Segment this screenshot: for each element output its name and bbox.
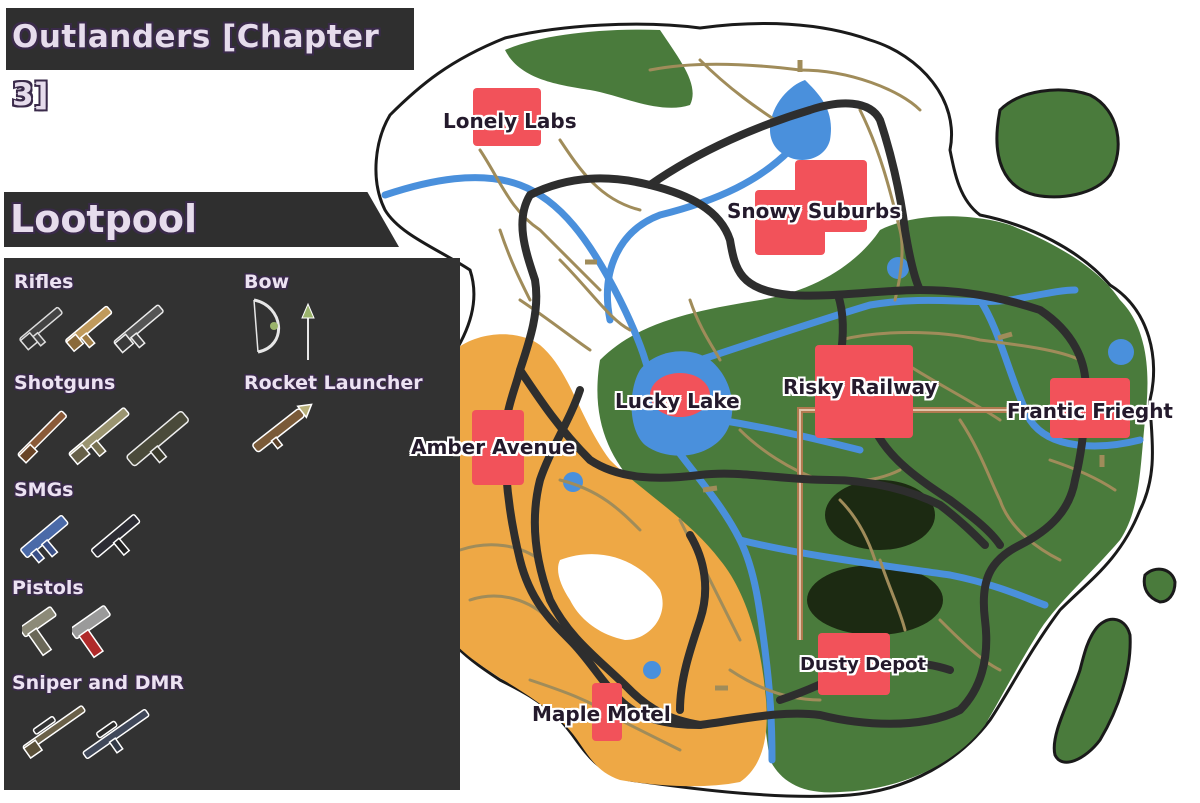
bow-icon (253, 298, 281, 354)
pistol-icon (22, 606, 57, 657)
desert-clearing (558, 554, 663, 640)
swamp-patch-south (807, 565, 943, 635)
scar-rifle-icon (65, 305, 113, 353)
north-lake (770, 80, 831, 160)
southeast-islet (1052, 617, 1132, 764)
pond-far-east (1108, 339, 1134, 365)
smg-icon (20, 514, 69, 564)
poi-marker-maple-motel (592, 683, 622, 741)
sniper-rifle-icon (22, 705, 86, 760)
railway-inner (799, 409, 1050, 640)
swamp-patch-north (825, 480, 935, 550)
pump-shotgun-icon (17, 410, 67, 464)
category-label-shotguns: Shotguns (14, 372, 116, 394)
east-islet-small (1142, 567, 1177, 604)
poi-label-dusty-depot: Dusty Depot (800, 654, 927, 675)
hand-cannon-icon (72, 605, 111, 659)
poi-marker-snowy-suburbs-b (755, 190, 825, 255)
category-label-rocket-launcher: Rocket Launcher (244, 372, 423, 394)
category-label-bow: Bow (244, 271, 290, 293)
assault-rifle-icon (19, 306, 63, 351)
poi-label-frantic-frieght: Frantic Frieght (1007, 399, 1173, 423)
poi-label-lucky-lake: Lucky Lake (615, 389, 740, 413)
poi-markers (472, 88, 1130, 741)
lootpool-heading: Lootpool (10, 197, 198, 241)
poi-marker-lonely-labs (473, 88, 541, 146)
east-islet-large (995, 88, 1120, 199)
bridges (585, 60, 1105, 691)
charge-shotgun-icon (126, 410, 189, 467)
heavy-rifle-icon (113, 304, 164, 354)
poi-marker-frantic-frieght (1050, 378, 1130, 438)
poi-label-amber-avenue: Amber Avenue (411, 435, 576, 459)
dirt-paths (458, 58, 1117, 752)
category-label-rifles: Rifles (14, 271, 74, 293)
pond-maple (643, 661, 661, 679)
poi-marker-risky-railway (815, 345, 913, 438)
dmr-icon (82, 708, 150, 760)
category-label-smgs: SMGs (14, 479, 74, 501)
pond-east (887, 257, 909, 279)
north-forest (505, 29, 693, 108)
poi-label-maple-motel: Maple Motel (532, 702, 671, 726)
tactical-shotgun-icon (68, 407, 130, 466)
poi-label-risky-railway: Risky Railway (783, 375, 938, 399)
rocket-launcher-icon (252, 403, 313, 453)
map-title: Outlanders [Chapter 3] (6, 8, 414, 113)
poi-label-snowy-suburbs: Snowy Suburbs (727, 199, 902, 223)
poi-marker-amber-avenue (472, 410, 524, 485)
category-label-pistols: Pistols (12, 577, 84, 599)
arrow-icon (301, 302, 315, 360)
compact-smg-icon (90, 514, 141, 558)
lootpool-tab (4, 192, 399, 247)
category-label-sniper-and-dmr: Sniper and DMR (12, 672, 185, 694)
poi-marker-dusty-depot (818, 633, 890, 695)
poi-label-lonely-labs: Lonely Labs (443, 109, 577, 133)
poi-marker-lucky-lake (650, 373, 710, 417)
